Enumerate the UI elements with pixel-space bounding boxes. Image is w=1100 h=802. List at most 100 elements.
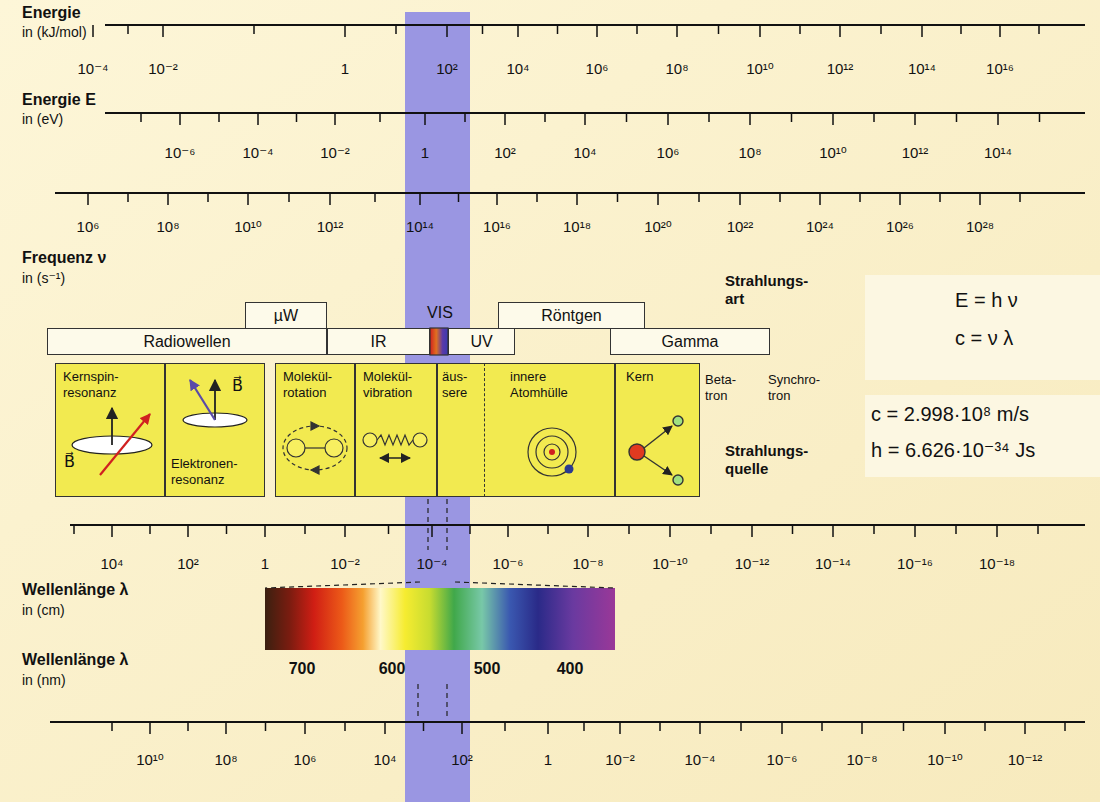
axis-tick [288, 193, 290, 202]
axis-tick [187, 722, 189, 731]
axis-tick [111, 722, 113, 731]
rotation-illustration [311, 422, 319, 430]
nucleus-illustration [629, 444, 645, 460]
axis-unit: in (kJ/mol) [22, 24, 87, 41]
band-label: VIS [427, 303, 453, 322]
atom-illustration [549, 449, 555, 455]
axis-tick [1024, 722, 1026, 734]
source-text: Molekül- rotation [283, 369, 332, 400]
tick-label: 10⁻¹⁶ [897, 555, 933, 573]
axis-tick [759, 25, 761, 37]
visible-strip [430, 328, 448, 355]
axis-tick [779, 193, 781, 202]
axis-tick [253, 25, 255, 34]
tick-label: 10⁴ [373, 751, 396, 769]
axis-tick [264, 525, 266, 537]
tick-label: 10²⁴ [806, 218, 834, 236]
axis-tick [832, 113, 834, 125]
axis-tick [960, 25, 962, 34]
axis-title: Wellenlänge λ [22, 650, 128, 669]
axis-tick [296, 113, 298, 122]
radiation-source-box: B⃗ Elektronen- resonanz [165, 363, 265, 497]
nmr-illustration [100, 414, 150, 475]
axis-tick [708, 113, 710, 122]
axis-tick [384, 722, 386, 734]
axis-tick [344, 525, 346, 537]
axis-tick [821, 722, 823, 731]
axis-tick [873, 113, 875, 122]
axis-tick [657, 193, 659, 205]
tick-label: 10⁸ [214, 751, 237, 769]
formula-text: c = 2.998·10⁸ m/s [871, 403, 1029, 426]
axis-tick [257, 113, 259, 125]
source-text: B⃗ [232, 376, 243, 395]
axis-unit: in (s⁻¹) [22, 270, 65, 287]
source-text: Molekül- vibration [363, 369, 412, 400]
axis-tick [547, 525, 549, 534]
radiation-band-box: Gamma [610, 328, 770, 355]
tick-label: 10¹² [902, 144, 929, 162]
rotation-illustration [287, 439, 305, 457]
tick-label: 10⁶ [77, 218, 100, 236]
zoom-leader [265, 582, 420, 588]
tick-label: 10¹⁶ [483, 218, 511, 236]
radiation-source-box: äus- sere [437, 363, 485, 497]
source-label: Beta- tron [705, 372, 736, 403]
tick-label: 1 [341, 60, 349, 78]
nucleus-illustration [673, 416, 683, 426]
axis-tick [999, 25, 1001, 37]
axis-unit: in (eV) [22, 111, 63, 128]
radiation-band-box: Röntgen [498, 302, 645, 329]
axis-tick [127, 25, 129, 34]
tick-label: 10⁻¹⁸ [979, 555, 1015, 573]
axis-tick [676, 25, 678, 37]
axis-tick [1038, 25, 1040, 34]
tick-label: 10⁻¹² [1008, 751, 1043, 769]
axis-tick [939, 193, 941, 202]
axis-tick [344, 722, 346, 731]
axis-tick [179, 113, 181, 125]
band-name: Röntgen [541, 307, 602, 325]
wavelength-mark: 600 [379, 659, 406, 678]
axis-tick [984, 722, 986, 731]
axis-tick [446, 25, 448, 37]
tick-label: 10¹⁰ [136, 751, 164, 769]
tick-label: 10⁴ [506, 60, 529, 78]
vibration-illustration [377, 435, 413, 445]
source-text: innere Atomhülle [510, 369, 568, 400]
source-text: Elektronen- resonanz [171, 456, 237, 487]
rotation-illustration [325, 439, 343, 457]
tick-label: 10⁻⁴ [416, 555, 447, 573]
radiation-source-box: Molekül- rotation [275, 363, 355, 497]
band-name: Radiowellen [143, 333, 230, 351]
tick-label: 10¹⁰ [234, 218, 262, 236]
axis-tick [859, 193, 861, 202]
axis-tick [167, 193, 169, 205]
nucleus-illustration [673, 475, 683, 485]
tick-label: 10⁴ [100, 555, 123, 573]
tick-label: 10⁻⁶ [493, 555, 524, 573]
tick-label: 10²⁸ [966, 218, 994, 236]
axis-tick [111, 525, 113, 537]
tick-label: 10⁻⁴ [242, 144, 273, 162]
axis-tick [225, 722, 227, 734]
band-name: IR [371, 333, 387, 351]
axis-tick [162, 25, 164, 37]
axis-line [70, 524, 1085, 526]
atom-illustration [544, 444, 560, 460]
atom-illustration [565, 465, 574, 474]
axis-tick [1019, 193, 1021, 202]
nucleus-illustration [644, 426, 672, 448]
tick-label: 10⁻² [148, 60, 178, 78]
axis-tick [996, 525, 998, 537]
tick-label: 10¹⁸ [563, 218, 591, 236]
source-panel [55, 363, 265, 497]
zoom-leader [446, 499, 447, 523]
formula-panel: E = h νc = ν λ [865, 275, 1100, 380]
radiation-band-box: IR [327, 328, 430, 355]
tick-label: 10¹⁴ [406, 218, 434, 236]
tick-label: 1 [544, 751, 552, 769]
row-heading: Strahlungs- art [725, 272, 808, 308]
axis-tick [419, 193, 421, 205]
tick-label: 10² [494, 144, 516, 162]
